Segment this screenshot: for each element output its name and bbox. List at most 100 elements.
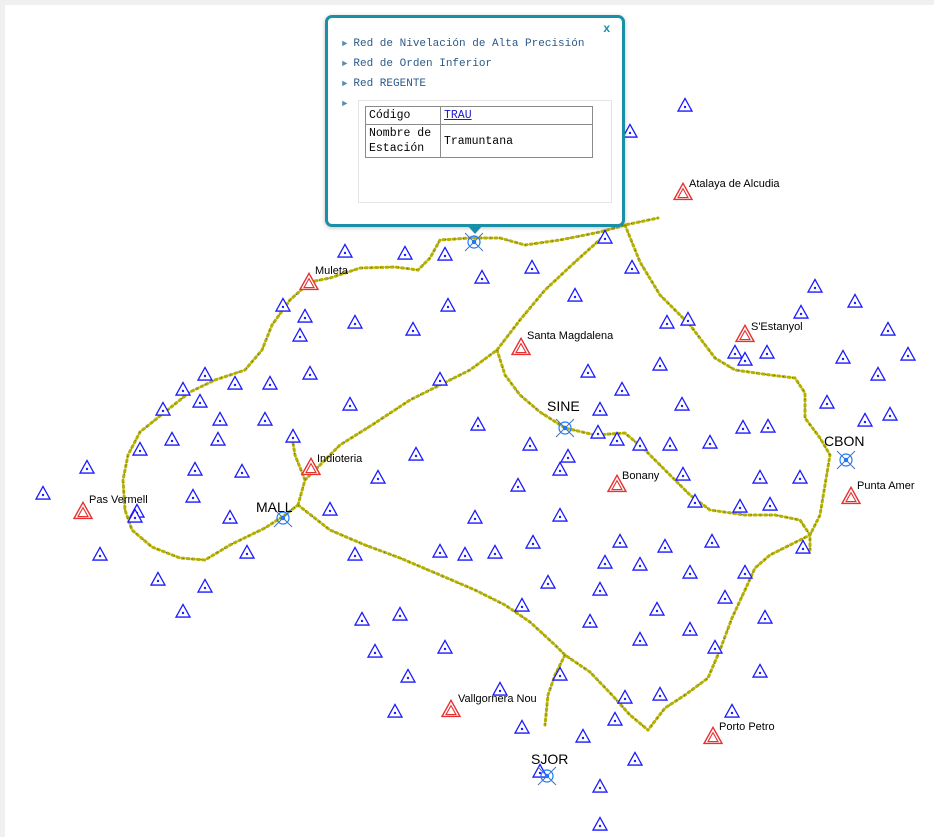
leveling-line[interactable] [495, 348, 812, 552]
leveling-line[interactable] [290, 435, 307, 507]
order-inferior-vertex[interactable] [346, 546, 364, 561]
map-canvas[interactable]: Atalaya de AlcudiaMuletaS'EstanyolSanta … [5, 5, 934, 837]
order-inferior-vertex[interactable] [758, 344, 776, 359]
leveling-line[interactable] [296, 503, 650, 732]
order-inferior-vertex[interactable] [274, 297, 292, 312]
order-inferior-vertex[interactable] [869, 366, 887, 381]
order-inferior-vertex[interactable] [366, 643, 384, 658]
order-inferior-vertex[interactable] [716, 589, 734, 604]
order-inferior-vertex[interactable] [676, 97, 694, 112]
order-inferior-vertex[interactable] [524, 534, 542, 549]
order-inferior-vertex[interactable] [899, 346, 917, 361]
gps-station[interactable]: CBON [824, 433, 864, 470]
order-inferior-vertex[interactable] [674, 466, 692, 481]
leveling-line[interactable] [543, 653, 567, 727]
order-inferior-vertex[interactable] [574, 728, 592, 743]
order-inferior-vertex[interactable] [256, 411, 274, 426]
order-inferior-vertex[interactable] [879, 321, 897, 336]
order-inferior-vertex[interactable] [149, 571, 167, 586]
regente-vertex[interactable]: Atalaya de Alcudia [672, 178, 780, 201]
order-inferior-vertex[interactable] [369, 469, 387, 484]
order-inferior-vertex[interactable] [221, 509, 239, 524]
order-inferior-vertex[interactable] [296, 308, 314, 323]
order-inferior-vertex[interactable] [291, 327, 309, 342]
order-inferior-vertex[interactable] [559, 448, 577, 463]
order-inferior-vertex[interactable] [856, 412, 874, 427]
order-inferior-vertex[interactable] [648, 601, 666, 616]
station-code-link[interactable]: TRAU [444, 109, 472, 122]
order-inferior-vertex[interactable] [211, 411, 229, 426]
order-inferior-vertex[interactable] [623, 259, 641, 274]
layer-item-gps[interactable]: ► [342, 94, 584, 114]
regente-vertex[interactable]: Bonany [606, 470, 660, 493]
order-inferior-vertex[interactable] [509, 477, 527, 492]
order-inferior-vertex[interactable] [491, 681, 509, 696]
order-inferior-vertex[interactable] [736, 564, 754, 579]
close-icon[interactable]: x [603, 21, 610, 35]
order-inferior-vertex[interactable] [631, 556, 649, 571]
order-inferior-vertex[interactable] [608, 431, 626, 446]
order-inferior-vertex[interactable] [184, 488, 202, 503]
gps-station[interactable]: SINE [547, 398, 580, 438]
order-inferior-vertex[interactable] [126, 508, 144, 523]
order-inferior-vertex[interactable] [626, 751, 644, 766]
order-inferior-vertex[interactable] [661, 436, 679, 451]
chevron-right-icon[interactable]: ► [342, 59, 348, 69]
order-inferior-vertex[interactable] [651, 686, 669, 701]
order-inferior-vertex[interactable] [186, 461, 204, 476]
order-inferior-vertex[interactable] [596, 229, 614, 244]
order-inferior-vertex[interactable] [616, 689, 634, 704]
order-inferior-vertex[interactable] [399, 668, 417, 683]
order-inferior-vertex[interactable] [486, 544, 504, 559]
order-inferior-vertex[interactable] [703, 533, 721, 548]
gps-station[interactable]: MALL [256, 499, 293, 528]
order-inferior-vertex[interactable] [731, 498, 749, 513]
regente-vertex[interactable]: Pas Vermell [72, 494, 148, 520]
order-inferior-vertex[interactable] [154, 401, 172, 416]
order-inferior-vertex[interactable] [261, 375, 279, 390]
order-inferior-vertex[interactable] [791, 469, 809, 484]
order-inferior-vertex[interactable] [551, 461, 569, 476]
order-inferior-vertex[interactable] [341, 396, 359, 411]
order-inferior-vertex[interactable] [439, 297, 457, 312]
order-inferior-vertex[interactable] [681, 621, 699, 636]
order-inferior-vertex[interactable] [346, 314, 364, 329]
order-inferior-vertex[interactable] [407, 446, 425, 461]
layer-item-regente[interactable]: ►Red REGENTE [342, 74, 584, 94]
order-inferior-vertex[interactable] [436, 246, 454, 261]
order-inferior-vertex[interactable] [91, 546, 109, 561]
order-inferior-vertex[interactable] [736, 351, 754, 366]
order-inferior-vertex[interactable] [473, 269, 491, 284]
order-inferior-vertex[interactable] [404, 321, 422, 336]
chevron-right-icon[interactable]: ► [342, 79, 348, 89]
order-inferior-vertex[interactable] [196, 366, 214, 381]
order-inferior-vertex[interactable] [523, 259, 541, 274]
order-inferior-vertex[interactable] [226, 375, 244, 390]
order-inferior-vertex[interactable] [191, 393, 209, 408]
order-inferior-vertex[interactable] [679, 311, 697, 326]
order-inferior-vertex[interactable] [613, 381, 631, 396]
order-inferior-vertex[interactable] [521, 436, 539, 451]
order-inferior-vertex[interactable] [469, 416, 487, 431]
order-inferior-vertex[interactable] [238, 544, 256, 559]
order-inferior-vertex[interactable] [751, 663, 769, 678]
layer-item-nivelacion[interactable]: ►Red de Nivelación de Alta Precisión [342, 34, 584, 54]
order-inferior-vertex[interactable] [591, 401, 609, 416]
regente-vertex[interactable]: Santa Magdalena [510, 330, 614, 356]
order-inferior-vertex[interactable] [539, 574, 557, 589]
order-inferior-vertex[interactable] [196, 578, 214, 593]
gps-station[interactable]: SJOR [531, 751, 568, 786]
order-inferior-vertex[interactable] [686, 493, 704, 508]
order-inferior-vertex[interactable] [761, 496, 779, 511]
order-inferior-vertex[interactable] [651, 356, 669, 371]
order-inferior-vertex[interactable] [756, 609, 774, 624]
order-inferior-vertex[interactable] [606, 711, 624, 726]
order-inferior-vertex[interactable] [78, 459, 96, 474]
regente-vertex[interactable]: S'Estanyol [734, 321, 803, 343]
order-inferior-vertex[interactable] [706, 639, 724, 654]
leveling-line[interactable] [308, 216, 660, 284]
order-inferior-vertex[interactable] [233, 463, 251, 478]
order-inferior-vertex[interactable] [174, 603, 192, 618]
order-inferior-vertex[interactable] [611, 533, 629, 548]
order-inferior-vertex[interactable] [566, 287, 584, 302]
